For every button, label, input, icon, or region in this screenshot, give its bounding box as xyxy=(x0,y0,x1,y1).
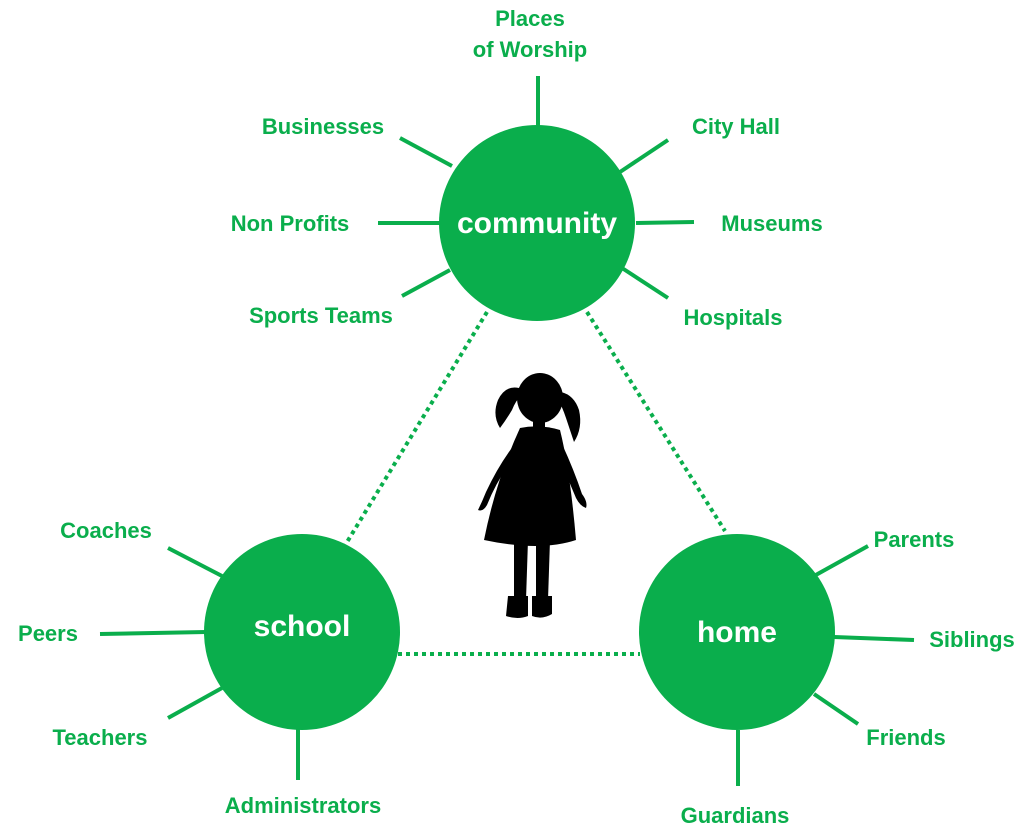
community-hub-label: community xyxy=(457,207,617,240)
spoke-parents xyxy=(813,544,869,578)
label-hospitals: Hospitals xyxy=(683,305,782,330)
connector-community-home xyxy=(585,310,727,533)
spoke-friends xyxy=(812,692,860,726)
community-spokes xyxy=(378,76,695,300)
label-coaches: Coaches xyxy=(60,518,152,543)
label-museums: Museums xyxy=(721,211,822,236)
label-guardians: Guardians xyxy=(681,803,790,828)
spoke-siblings xyxy=(833,635,915,642)
community-hub xyxy=(439,125,635,321)
home-hub-label: home xyxy=(697,616,777,649)
spoke-sports-teams xyxy=(401,268,451,298)
label-places-line1: Places xyxy=(495,6,565,31)
label-peers: Peers xyxy=(18,621,78,646)
label-places-line2: of Worship xyxy=(473,37,587,62)
home-spokes xyxy=(736,544,915,786)
spoke-teachers xyxy=(167,686,223,720)
label-non-profits: Non Profits xyxy=(231,211,350,236)
spoke-city-hall xyxy=(618,138,670,174)
label-sports-teams: Sports Teams xyxy=(249,303,393,328)
label-siblings: Siblings xyxy=(929,627,1015,652)
child-silhouette-icon xyxy=(478,373,587,618)
spoke-museums xyxy=(635,220,695,225)
school-hub xyxy=(204,534,400,730)
school-hub-label: school xyxy=(254,610,351,643)
spoke-coaches xyxy=(167,546,223,578)
label-administrators: Administrators xyxy=(225,793,381,818)
spoke-peers xyxy=(99,630,207,636)
label-parents: Parents xyxy=(874,527,955,552)
label-businesses: Businesses xyxy=(262,114,384,139)
label-city-hall: City Hall xyxy=(692,114,780,139)
label-teachers: Teachers xyxy=(53,725,148,750)
school-spokes xyxy=(99,546,300,780)
connector-community-school xyxy=(342,310,489,549)
spoke-hospitals xyxy=(620,266,670,300)
spoke-businesses xyxy=(399,136,453,168)
home-hub xyxy=(639,534,835,730)
label-friends: Friends xyxy=(866,725,945,750)
